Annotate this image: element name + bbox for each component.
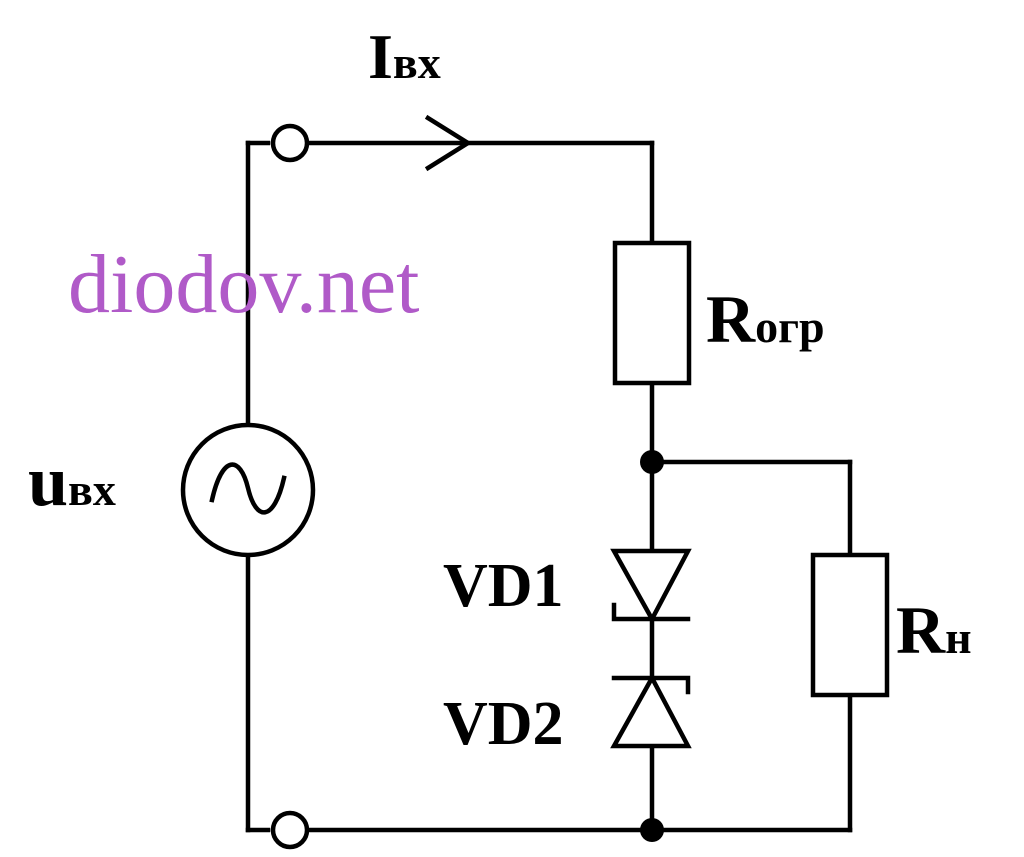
input-voltage-label: uвх bbox=[28, 441, 116, 521]
current-arrow-icon bbox=[424, 114, 473, 172]
limiting-resistor-label: Rогр bbox=[706, 281, 825, 357]
limiting-resistor-icon bbox=[612, 240, 692, 386]
diode-vd1-label: VD1 bbox=[443, 552, 564, 620]
watermark-text: diodov.net bbox=[68, 238, 420, 331]
junction-dot-bottom bbox=[640, 818, 664, 842]
load-resistor-label: Rн bbox=[896, 592, 972, 668]
input-terminal-top-icon bbox=[270, 123, 310, 163]
zener-diode-vd1-icon bbox=[610, 548, 692, 624]
junction-dot-top bbox=[640, 450, 664, 474]
load-resistor-icon bbox=[810, 552, 890, 698]
wires bbox=[245, 140, 853, 833]
zener-diode-vd2-icon bbox=[610, 673, 692, 749]
input-current-label: Iвх bbox=[368, 21, 441, 92]
input-terminal-bottom-icon bbox=[270, 810, 310, 850]
ac-voltage-source-icon bbox=[180, 422, 316, 558]
diode-vd2-label: VD2 bbox=[443, 690, 564, 758]
